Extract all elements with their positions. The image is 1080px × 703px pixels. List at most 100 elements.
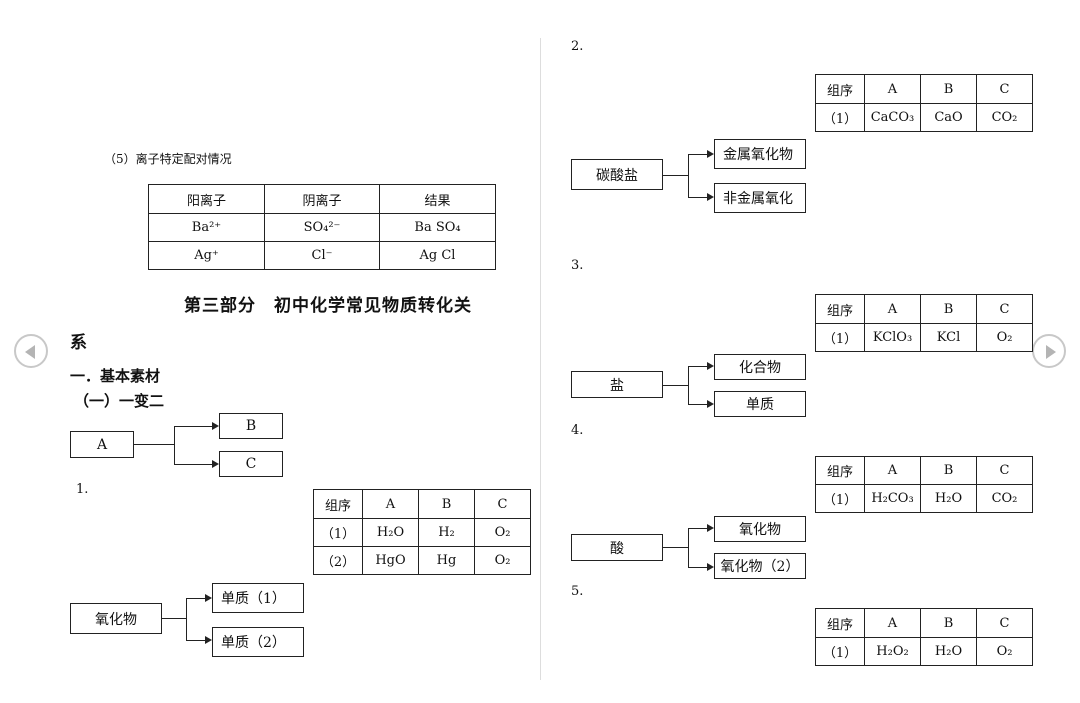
table-row: Ba²⁺ SO₄²⁻ Ba SO₄ [148, 213, 496, 242]
reaction-table: 组序 A B C （1） CaCO₃ CaO CO₂ [815, 74, 1033, 132]
arrow-icon [707, 524, 714, 532]
table-header: B [920, 294, 977, 324]
table-header: 组序 [815, 456, 865, 485]
table-header: B [920, 74, 977, 104]
table-cell: Ba SO₄ [379, 213, 496, 242]
part-heading-continued: 系 [70, 333, 88, 353]
table-header: B [920, 456, 977, 485]
arrow-icon [212, 422, 219, 430]
table-cell: H₂O [362, 518, 419, 547]
connector [688, 197, 707, 198]
table-cell: O₂ [976, 637, 1033, 666]
diagram-source-box: A [70, 431, 134, 458]
table-cell: O₂ [976, 323, 1033, 352]
item-number: 5. [571, 584, 584, 599]
arrow-icon [707, 193, 714, 201]
table-row: Ag⁺ Cl⁻ Ag Cl [148, 241, 496, 270]
item-number: 1. [76, 482, 89, 497]
connector [688, 528, 689, 567]
diagram-source-box: 氧化物 [70, 603, 162, 634]
table-cell: HgO [362, 546, 419, 575]
table-header: C [976, 74, 1033, 104]
table-header: B [418, 489, 475, 519]
table-cell: CaCO₃ [864, 103, 921, 132]
table-header: A [864, 74, 921, 104]
table-header: C [474, 489, 531, 519]
diagram-source-box: 碳酸盐 [571, 159, 663, 190]
table-header: 组序 [815, 294, 865, 324]
section-title: （5）离子特定配对情况 [104, 152, 232, 166]
reaction-table: 组序 A B C （1） KClO₃ KCl O₂ [815, 294, 1033, 352]
diagram-source-box: 盐 [571, 371, 663, 398]
prev-page-button[interactable] [14, 334, 48, 368]
connector [174, 426, 175, 464]
connector [186, 598, 205, 599]
diagram-output-box: 化合物 [714, 354, 806, 380]
chevron-right-icon [1046, 345, 1056, 359]
item-number: 2. [571, 39, 584, 54]
table-header: 阳离子 [148, 184, 265, 214]
chevron-left-icon [25, 345, 35, 359]
table-cell: Ag⁺ [148, 241, 265, 270]
table-cell: （1） [815, 484, 865, 513]
table-cell: Cl⁻ [264, 241, 380, 270]
next-page-button[interactable] [1032, 334, 1066, 368]
diagram-output-box: 金属氧化物 [714, 139, 806, 169]
connector [688, 154, 689, 197]
diagram-output-box: B [219, 413, 283, 439]
diagram-output-box: 氧化物 [714, 516, 806, 542]
connector [688, 366, 689, 404]
table-row: （1） CaCO₃ CaO CO₂ [815, 103, 1033, 132]
diagram-output-box: 单质（2） [212, 627, 304, 657]
table-row: （1） H₂O H₂ O₂ [313, 518, 531, 547]
item-number: 4. [571, 423, 584, 438]
table-cell: CaO [920, 103, 977, 132]
table-cell: Hg [418, 546, 475, 575]
table-header: 组序 [313, 489, 363, 519]
diagram-output-box: 单质 [714, 391, 806, 417]
table-cell: （1） [815, 637, 865, 666]
table-header: A [864, 456, 921, 485]
table-header: C [976, 456, 1033, 485]
diagram-output-box: C [219, 451, 283, 477]
diagram-output-box: 非金属氧化 [714, 183, 806, 213]
table-cell: O₂ [474, 518, 531, 547]
table-cell: H₂ [418, 518, 475, 547]
connector [162, 618, 186, 619]
connector [688, 154, 707, 155]
table-header: 组序 [815, 74, 865, 104]
connector [174, 464, 212, 465]
table-cell: Ba²⁺ [148, 213, 265, 242]
table-cell: CO₂ [976, 103, 1033, 132]
table-header: 组序 [815, 608, 865, 638]
table-cell: （2） [313, 546, 363, 575]
connector [688, 528, 707, 529]
reaction-table: 组序 A B C （1） H₂CO₃ H₂O CO₂ [815, 456, 1033, 513]
table-cell: KCl [920, 323, 977, 352]
connector [663, 175, 688, 176]
table-header: C [976, 294, 1033, 324]
table-header: 阴离子 [264, 184, 380, 214]
connector [174, 426, 212, 427]
part-heading: 第三部分 初中化学常见物质转化关 [184, 296, 472, 316]
table-cell: H₂O₂ [864, 637, 921, 666]
arrow-icon [707, 400, 714, 408]
ion-table: 阳离子 阴离子 结果 Ba²⁺ SO₄²⁻ Ba SO₄ Ag⁺ Cl⁻ Ag … [148, 184, 496, 270]
diagram-output-box: 单质（1） [212, 583, 304, 613]
connector [688, 366, 707, 367]
arrow-icon [707, 150, 714, 158]
table-cell: CO₂ [976, 484, 1033, 513]
reaction-table: 组序 A B C （1） H₂O H₂ O₂ （2） HgO Hg O₂ [313, 489, 531, 575]
connector [134, 444, 174, 445]
table-header: 结果 [379, 184, 496, 214]
subsection-heading: （一）一变二 [74, 392, 165, 410]
connector [663, 385, 688, 386]
table-cell: （1） [815, 103, 865, 132]
table-row: （2） HgO Hg O₂ [313, 546, 531, 575]
table-cell: Ag Cl [379, 241, 496, 270]
table-cell: H₂CO₃ [864, 484, 921, 513]
page-divider [540, 38, 541, 680]
diagram-output-box: 氧化物（2） [714, 553, 806, 579]
table-header: A [864, 294, 921, 324]
connector [688, 567, 707, 568]
